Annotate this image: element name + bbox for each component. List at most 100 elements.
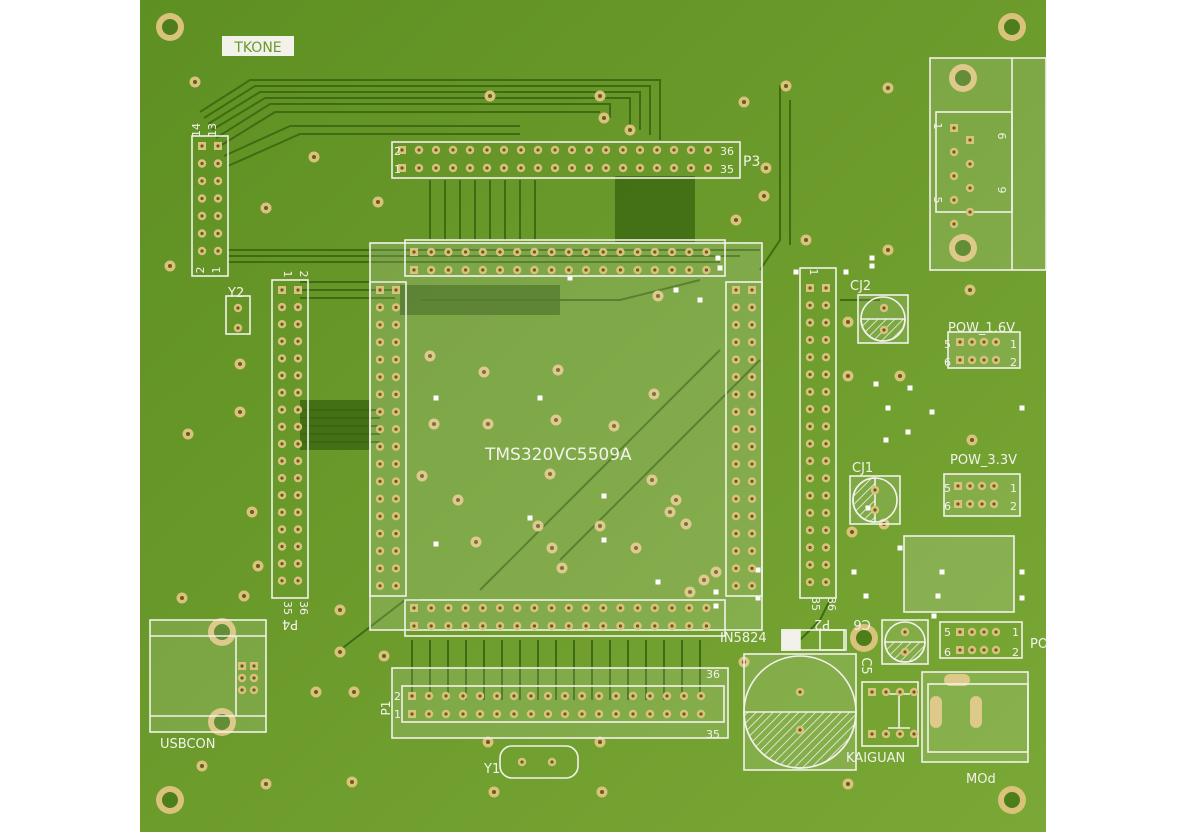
pin-hole <box>824 442 828 446</box>
pin-hole <box>200 161 204 166</box>
pin-hole <box>378 323 382 327</box>
pin-hole <box>394 427 398 431</box>
pin-hole <box>734 427 738 431</box>
pin-hole <box>912 690 916 694</box>
pin-hole <box>734 358 738 362</box>
pin-hole <box>519 166 523 170</box>
po-pin6: 6 <box>944 646 951 659</box>
pow33-pin6: 6 <box>944 500 951 513</box>
via-hole <box>420 474 424 478</box>
pin-hole <box>750 410 754 414</box>
pin-hole <box>604 148 608 152</box>
pin-hole <box>734 305 738 309</box>
p3-pin36: 36 <box>720 145 734 158</box>
pin-hole <box>412 268 416 272</box>
pin-hole <box>498 250 502 254</box>
pin-hole <box>481 268 485 272</box>
pin-hole <box>687 606 691 610</box>
pin-hole <box>464 606 468 610</box>
pin-hole <box>968 186 972 190</box>
via-hole <box>652 392 656 396</box>
smd-pad <box>717 265 723 271</box>
pin-hole <box>280 425 284 429</box>
pin-hole <box>200 231 204 236</box>
via-hole <box>382 654 386 658</box>
pin-hole <box>952 222 956 226</box>
smd-pad <box>793 269 799 275</box>
db9-pin9: 9 <box>995 187 1008 194</box>
via-hole <box>168 264 172 268</box>
pin-hole <box>994 358 998 362</box>
p1-pin36: 36 <box>706 668 720 681</box>
pin-hole <box>446 250 450 254</box>
via-hole <box>656 294 660 298</box>
pin-hole <box>699 712 703 716</box>
usb-label: USBCON <box>160 737 216 752</box>
pin-hole <box>502 148 506 152</box>
pin-hole <box>873 508 877 512</box>
pin-hole <box>653 606 657 610</box>
via-hole <box>886 248 890 252</box>
pin-hole <box>550 268 554 272</box>
pin-hole <box>584 606 588 610</box>
jack-slot <box>930 696 942 728</box>
pin-hole <box>410 712 414 716</box>
pin-hole <box>567 624 571 628</box>
logo-label: TKONE <box>233 40 281 56</box>
pin-hole <box>200 196 204 201</box>
pin-hole <box>280 373 284 378</box>
smd-pad <box>527 515 533 521</box>
pin-hole <box>429 268 433 272</box>
via-hole <box>186 432 190 436</box>
pin-hole <box>570 148 574 152</box>
via-hole <box>702 578 706 582</box>
pin-hole <box>417 148 421 152</box>
smd-pad <box>873 381 879 387</box>
jack-slot <box>970 696 982 728</box>
pin-hole <box>394 549 398 553</box>
via-hole <box>846 320 850 324</box>
pin-hole <box>394 288 398 292</box>
pin-hole <box>824 424 828 428</box>
smd-pad <box>601 493 607 499</box>
via-hole <box>486 740 490 744</box>
smd-pad <box>885 405 891 411</box>
pin-hole <box>970 630 974 634</box>
pin-hole <box>280 510 284 514</box>
pin-hole <box>952 150 956 154</box>
pin-hole <box>824 286 828 290</box>
pin-hole <box>750 479 754 483</box>
pin-hole <box>587 166 591 170</box>
pin-hole <box>280 288 284 292</box>
pin-hole <box>200 249 204 253</box>
pin-hole <box>394 566 398 571</box>
pin-hole <box>478 712 482 716</box>
pin-hole <box>296 544 300 549</box>
pin-hole <box>704 624 709 628</box>
smd-pad <box>869 263 875 269</box>
pin-hole <box>604 166 608 170</box>
pin-hole <box>280 476 284 480</box>
pin-hole <box>824 476 828 480</box>
pin-hole <box>567 250 571 254</box>
p3-pin2: 2 <box>394 145 401 158</box>
pin-hole <box>968 162 972 166</box>
smd-pad <box>863 593 869 599</box>
via-hole <box>338 650 342 654</box>
pin-hole <box>394 305 398 309</box>
via-hole <box>598 94 602 98</box>
pow16-label: POW_1.6V <box>948 321 1015 336</box>
pin-hole <box>614 712 618 716</box>
pin-hole <box>903 630 907 634</box>
pin-hole <box>412 624 416 628</box>
pin-hole <box>956 502 960 506</box>
pin-hole <box>434 148 438 152</box>
pin-hole <box>952 126 956 130</box>
pin-hole <box>808 511 812 515</box>
via-hole <box>488 94 492 98</box>
pin-hole <box>536 166 540 170</box>
smd-pad <box>1019 595 1025 601</box>
pin-hole <box>296 408 300 412</box>
smd-pad <box>883 437 889 443</box>
